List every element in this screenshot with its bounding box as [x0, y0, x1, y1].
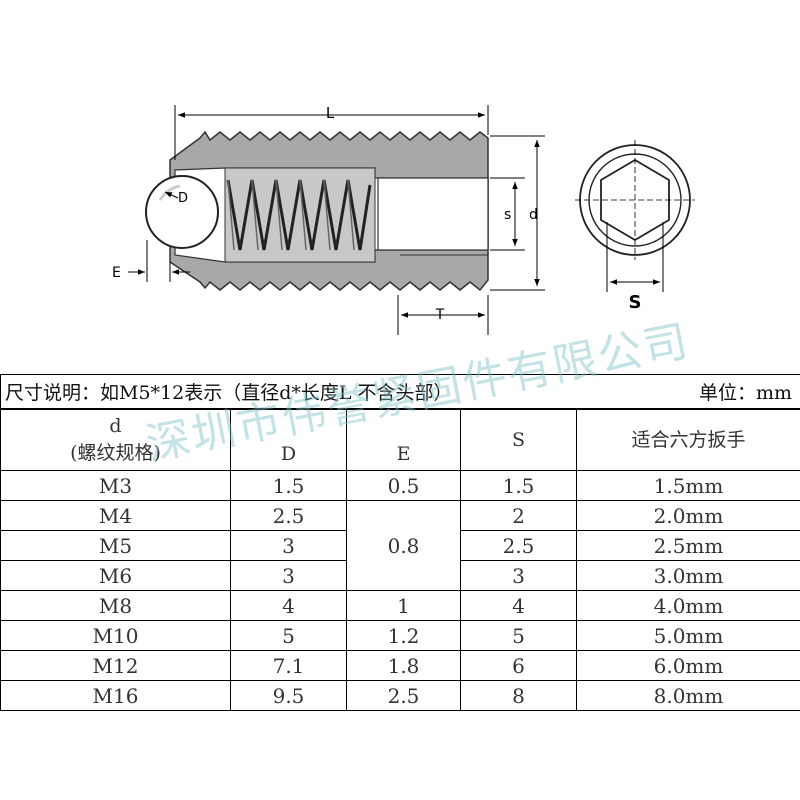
dimension-L: L	[174, 104, 489, 160]
cell-S: 5	[460, 620, 577, 651]
label-L: L	[326, 104, 335, 122]
label-S: S	[629, 292, 642, 313]
cell-d: M6	[0, 560, 231, 591]
cell-E: 1.2	[346, 620, 461, 651]
dimension-D: D	[164, 191, 188, 206]
cell-wrench: 2.0mm	[576, 500, 800, 531]
ball	[145, 175, 219, 249]
table-caption-cell: 尺寸说明：如M5*12表示（直径d*长度L 不含头部） 单位：mm	[0, 374, 800, 410]
cell-wrench: 6.0mm	[576, 650, 800, 681]
cell-d: M16	[0, 680, 231, 711]
cell-S: 3	[460, 560, 577, 591]
cell-S: 6	[460, 650, 577, 681]
table-row: M12 7.1 1.8 6 6.0mm	[0, 650, 800, 681]
table-caption-row: 尺寸说明：如M5*12表示（直径d*长度L 不含头部） 单位：mm	[0, 374, 800, 410]
ball-plunger-drawing: L D E s d	[112, 104, 695, 335]
cell-D: 2.5	[230, 500, 347, 531]
label-E: E	[112, 265, 121, 281]
header-row: d (螺纹规格) D E S 适合六方扳手	[0, 408, 800, 471]
table-row: M8 4 1 4 4.0mm	[0, 590, 800, 621]
cell-E: 1	[346, 590, 461, 621]
cell-wrench: 8.0mm	[576, 680, 800, 711]
header-D-label: D	[280, 443, 297, 465]
cell-S: 1.5	[460, 470, 577, 501]
table-row: M3 1.5 0.5 1.5 1.5mm	[0, 470, 800, 501]
label-d: d	[529, 207, 538, 223]
cell-S: 2.5	[460, 530, 577, 561]
dimension-T: T	[397, 295, 489, 335]
cell-D: 3	[230, 560, 347, 591]
label-D: D	[178, 191, 188, 206]
cell-wrench: 5.0mm	[576, 620, 800, 651]
header-wrench-label: 适合六方扳手	[631, 428, 746, 451]
label-T: T	[435, 307, 445, 323]
table-caption: 尺寸说明：如M5*12表示（直径d*长度L 不含头部）	[5, 382, 453, 404]
cell-D: 1.5	[230, 470, 347, 501]
header-E-label: E	[396, 443, 411, 465]
cell-D: 5	[230, 620, 347, 651]
header-D: D	[230, 408, 347, 471]
header-d-label: d	[109, 415, 122, 437]
cell-d: M10	[0, 620, 231, 651]
cell-E: 2.5	[346, 680, 461, 711]
technical-drawing: L D E s d	[0, 0, 800, 360]
header-E: E	[346, 408, 461, 471]
spec-table: 尺寸说明：如M5*12表示（直径d*长度L 不含头部） 单位：mm d (螺纹规…	[0, 374, 800, 711]
cell-S: 2	[460, 500, 577, 531]
cell-D: 4	[230, 590, 347, 621]
cell-D: 9.5	[230, 680, 347, 711]
table-row: M6 3 3 3.0mm	[0, 560, 800, 591]
table-row: M4 2.5 0.8 2 2.0mm	[0, 500, 800, 591]
header-d-sub: (螺纹规格)	[70, 442, 161, 464]
dimension-E: E	[112, 240, 190, 282]
cell-S: 8	[460, 680, 577, 711]
table-unit: 单位：mm	[698, 382, 792, 404]
cell-d: M8	[0, 590, 231, 621]
table-row: M16 9.5 2.5 8 8.0mm	[0, 680, 800, 711]
cell-D: 3	[230, 530, 347, 561]
header-d: d (螺纹规格)	[0, 408, 231, 471]
cell-wrench: 3.0mm	[576, 560, 800, 591]
cell-E-merged: 0.8	[346, 500, 461, 591]
cell-d: M5	[0, 530, 231, 561]
table-row: M10 5 1.2 5 5.0mm	[0, 620, 800, 651]
cell-D: 7.1	[230, 650, 347, 681]
header-S: S	[460, 408, 577, 471]
cell-wrench: 4.0mm	[576, 590, 800, 621]
header-S-label: S	[511, 428, 526, 451]
end-view: S	[575, 140, 695, 313]
cell-S: 4	[460, 590, 577, 621]
cell-d: M4	[0, 500, 231, 531]
cell-d: M3	[0, 470, 231, 501]
cell-E: 0.5	[346, 470, 461, 501]
cell-wrench: 2.5mm	[576, 530, 800, 561]
cell-d: M12	[0, 650, 231, 681]
dimension-d: d	[490, 135, 545, 291]
cell-E: 1.8	[346, 650, 461, 681]
label-s: s	[504, 207, 511, 223]
spring	[226, 179, 372, 251]
cell-wrench: 1.5mm	[576, 470, 800, 501]
dimension-s: s	[490, 177, 525, 251]
header-wrench: 适合六方扳手	[576, 408, 800, 471]
